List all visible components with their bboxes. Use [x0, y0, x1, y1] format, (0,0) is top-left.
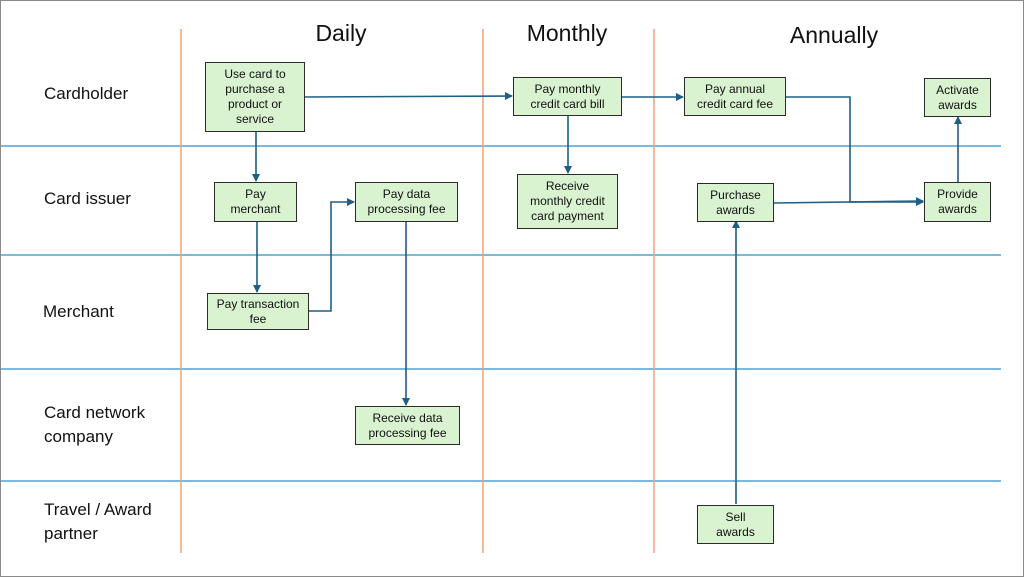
lane-label-travel-award-partner: Travel / Award partner — [44, 500, 152, 543]
step-purchase-awards: Purchase awards — [697, 183, 774, 222]
arrows — [252, 92, 962, 504]
column-dividers — [180, 29, 655, 553]
step-receive-data-processing-fee: Receive data processing fee — [355, 406, 460, 445]
lane-label-merchant: Merchant — [43, 302, 114, 321]
step-pay-annual-fee: Pay annual credit card fee — [684, 77, 786, 116]
step-use-card: Use card to purchase a product or servic… — [205, 62, 305, 132]
step-provide-awards: Provide awards — [924, 182, 991, 222]
arrow-transaction-fee-to-data-fee — [309, 198, 355, 312]
step-pay-monthly-bill: Pay monthly credit card bill — [513, 77, 622, 116]
column-header-annually: Annually — [789, 22, 879, 48]
column-header-daily: Daily — [315, 20, 367, 46]
step-sell-awards: Sell awards — [697, 505, 774, 544]
lane-dividers — [1, 145, 1001, 482]
step-pay-merchant: Pay merchant — [214, 182, 297, 222]
step-pay-transaction-fee: Pay transaction fee — [207, 293, 309, 330]
arrow-purchase-to-provide-awards — [773, 197, 924, 206]
arrow-use-card-to-pay-monthly — [304, 92, 513, 101]
lane-label-cardholder: Cardholder — [44, 84, 129, 103]
arrow-annual-fee-to-provide-awards — [786, 96, 924, 206]
step-receive-monthly-payment: Receive monthly credit card payment — [517, 174, 618, 229]
column-header-monthly: Monthly — [526, 20, 608, 46]
lane-label-card-issuer: Card issuer — [44, 189, 131, 208]
lane-label-card-network-company: Card network company — [44, 403, 146, 446]
step-pay-data-processing-fee: Pay data processing fee — [355, 182, 458, 222]
step-activate-awards: Activate awards — [924, 78, 991, 117]
